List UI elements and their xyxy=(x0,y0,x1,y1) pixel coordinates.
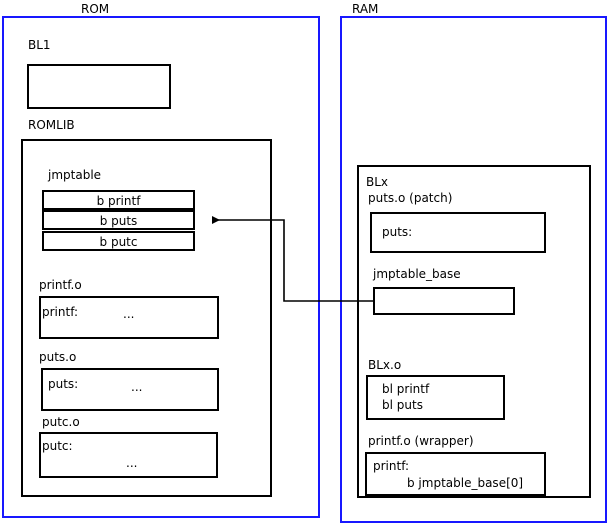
jmptable-base-label: jmptable_base xyxy=(373,267,461,281)
printf-o-ellipsis: ... xyxy=(123,307,135,321)
romlib-label: ROMLIB xyxy=(28,118,75,132)
bl1-box xyxy=(27,64,171,109)
puts-patch-label: puts.o (patch) xyxy=(368,191,453,205)
puts-o-ellipsis: ... xyxy=(131,380,143,394)
puts-o-symbol: puts: xyxy=(48,377,79,391)
printf-o-symbol: printf: xyxy=(42,305,79,319)
jmptable-entry-2: b putc xyxy=(42,231,195,251)
blx-o-line-1: bl puts xyxy=(382,398,423,412)
jmptable-base-box xyxy=(373,287,515,315)
puts-patch-box: puts: xyxy=(370,212,546,253)
jmptable-label: jmptable xyxy=(48,168,102,182)
rom-region-label: ROM xyxy=(81,2,110,16)
blx-o-line-0: bl printf xyxy=(382,382,430,396)
printf-wrapper-box: printf: b jmptable_base[0] xyxy=(365,452,546,496)
puts-o-box: puts: ... xyxy=(41,368,219,411)
puts-patch-symbol: puts: xyxy=(382,225,413,239)
putc-o-symbol: putc: xyxy=(42,439,73,453)
blx-o-label: BLx.o xyxy=(368,358,402,372)
putc-o-box: putc: ... xyxy=(39,432,218,478)
printf-wrapper-label: printf.o (wrapper) xyxy=(368,434,474,448)
printf-o-box: printf: ... xyxy=(39,296,219,339)
printf-wrapper-branch: b jmptable_base[0] xyxy=(407,476,524,490)
putc-o-ellipsis: ... xyxy=(126,456,138,470)
jmptable-entry-0: b printf xyxy=(42,190,195,210)
ram-region-label: RAM xyxy=(352,2,379,16)
blx-label: BLx xyxy=(366,175,389,189)
printf-o-label: printf.o xyxy=(39,278,82,292)
bl1-label: BL1 xyxy=(28,38,51,52)
putc-o-label: putc.o xyxy=(42,415,80,429)
jmptable-entry-1: b puts xyxy=(42,210,195,230)
puts-o-label: puts.o xyxy=(39,350,77,364)
printf-wrapper-symbol: printf: xyxy=(373,459,410,473)
blx-o-box: bl printf bl puts xyxy=(366,375,505,420)
